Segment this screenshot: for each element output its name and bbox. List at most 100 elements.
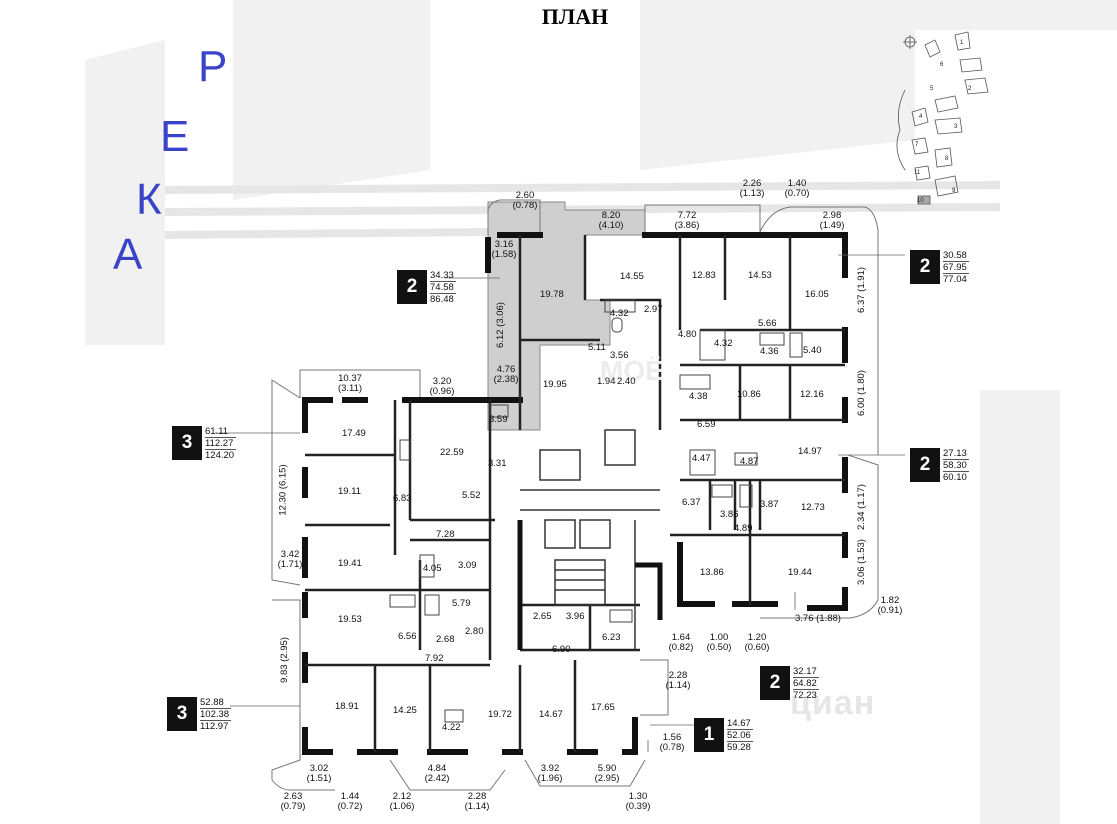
room-area: 10.86 (737, 389, 761, 400)
site-map-number: 6 (940, 62, 944, 68)
room-area: 6.59 (697, 419, 716, 430)
room-area: 16.05 (805, 289, 829, 300)
background-shapes (85, 0, 1117, 824)
room-area: 4.47 (692, 453, 711, 464)
balcony-area: 7.72(3.86) (674, 210, 700, 231)
balcony-area: 2.98(1.49) (819, 210, 845, 231)
balcony-area: 3.06 (1.53) (855, 539, 867, 585)
balcony-area: 2.63(0.79) (280, 791, 306, 812)
balcony-area: 6.12 (3.06) (494, 302, 506, 348)
site-map-number: 9 (952, 188, 956, 194)
room-area: 2.68 (436, 634, 455, 645)
room-area: 4.36 (760, 346, 779, 357)
balcony-area: 1.44(0.72) (337, 791, 363, 812)
balcony-area: 1.40(0.70) (784, 178, 810, 199)
balcony-area: 2.60(0.78) (512, 190, 538, 211)
room-count-badge: 2 (910, 250, 940, 284)
room-area: 6.23 (602, 632, 621, 643)
site-map-number: 2 (968, 86, 972, 92)
balcony-area: 2.34 (1.17) (855, 484, 867, 530)
room-area: 5.79 (452, 598, 471, 609)
room-area: 12.83 (692, 270, 716, 281)
room-area: 6.37 (682, 497, 701, 508)
balcony-area: 2.28(1.14) (464, 791, 490, 812)
river-letter-2: Е (160, 112, 190, 161)
room-area: 19.95 (543, 379, 567, 390)
room-area: 3.31 (488, 458, 507, 469)
balcony-area: 6.00 (1.80) (855, 370, 867, 416)
room-count-badge: 3 (167, 697, 197, 731)
room-area: 12.16 (800, 389, 824, 400)
room-area: 4.32 (714, 338, 733, 349)
room-area: 3.59 (489, 414, 508, 425)
room-area: 13.86 (700, 567, 724, 578)
room-area: 14.53 (748, 270, 772, 281)
room-area: 19.72 (488, 709, 512, 720)
balcony-area: 1.56(0.78) (659, 732, 685, 753)
balcony-area: 3.16(1.58) (491, 239, 517, 260)
site-map-number: 11 (914, 170, 921, 176)
room-area: 17.65 (591, 702, 615, 713)
balcony-area: 5.90(2.95) (594, 763, 620, 784)
balcony-area: 3.76 (1.88) (795, 613, 841, 624)
room-area: 7.28 (436, 529, 455, 540)
room-area: 7.92 (425, 653, 444, 664)
site-map-number: 1 (960, 40, 964, 46)
balcony-area: 3.02(1.51) (306, 763, 332, 784)
balcony-area: 9.83 (2.95) (278, 637, 290, 683)
site-map (896, 31, 989, 205)
plan-title: ПЛАН (541, 4, 609, 29)
site-map-number: 3 (954, 124, 958, 130)
balcony-area: 10.37(3.11) (337, 373, 363, 394)
room-count-badge: 1 (694, 718, 724, 752)
room-area: 4.32 (610, 308, 629, 319)
room-area: 17.49 (342, 428, 366, 439)
room-area: 2.65 (533, 611, 552, 622)
balcony-area: 2.26(1.13) (739, 178, 765, 199)
room-count-badge: 2 (397, 270, 427, 304)
balcony-area: 1.20(0.60) (744, 632, 770, 653)
balcony-area: 3.20(0.96) (429, 376, 455, 397)
room-area: 1.94 (597, 376, 616, 387)
room-area: 4.38 (689, 391, 708, 402)
balcony-area: 1.64(0.82) (668, 632, 694, 653)
room-count-badge: 3 (172, 426, 202, 460)
site-map-number: 7 (915, 142, 919, 148)
watermark: циан (790, 684, 876, 722)
balcony-area: 6.37 (1.91) (855, 267, 867, 313)
site-map-number: 8 (945, 156, 949, 162)
room-area: 3.87 (760, 499, 779, 510)
room-count-badge: 2 (760, 666, 790, 700)
room-area: 5.40 (803, 345, 822, 356)
room-area: 12.73 (801, 502, 825, 513)
room-area: 6.83 (393, 493, 412, 504)
balcony-area: 2.12(1.06) (389, 791, 415, 812)
balcony-area: 2.28(1.14) (665, 670, 691, 691)
room-area: 14.67 (539, 709, 563, 720)
river-letter-3: К (136, 175, 162, 224)
room-area: 18.91 (335, 701, 359, 712)
room-area: 14.97 (798, 446, 822, 457)
room-area: 22.59 (440, 447, 464, 458)
balcony-area: 1.00(0.50) (706, 632, 732, 653)
room-area: 5.66 (758, 318, 777, 329)
river-letter-4: А (113, 230, 143, 279)
room-area: 4.05 (423, 563, 442, 574)
room-area: 3.96 (566, 611, 585, 622)
room-area: 19.44 (788, 567, 812, 578)
balcony-area: 4.76(2.38) (493, 364, 519, 385)
room-area: 3.09 (458, 560, 477, 571)
room-area: 4.87 (740, 456, 759, 467)
room-area: 2.80 (465, 626, 484, 637)
site-map-number: 10 (917, 198, 924, 204)
room-area: 4.80 (678, 329, 697, 340)
room-area: 3.56 (610, 350, 629, 361)
room-area: 14.55 (620, 271, 644, 282)
site-map-number: 5 (930, 86, 934, 92)
